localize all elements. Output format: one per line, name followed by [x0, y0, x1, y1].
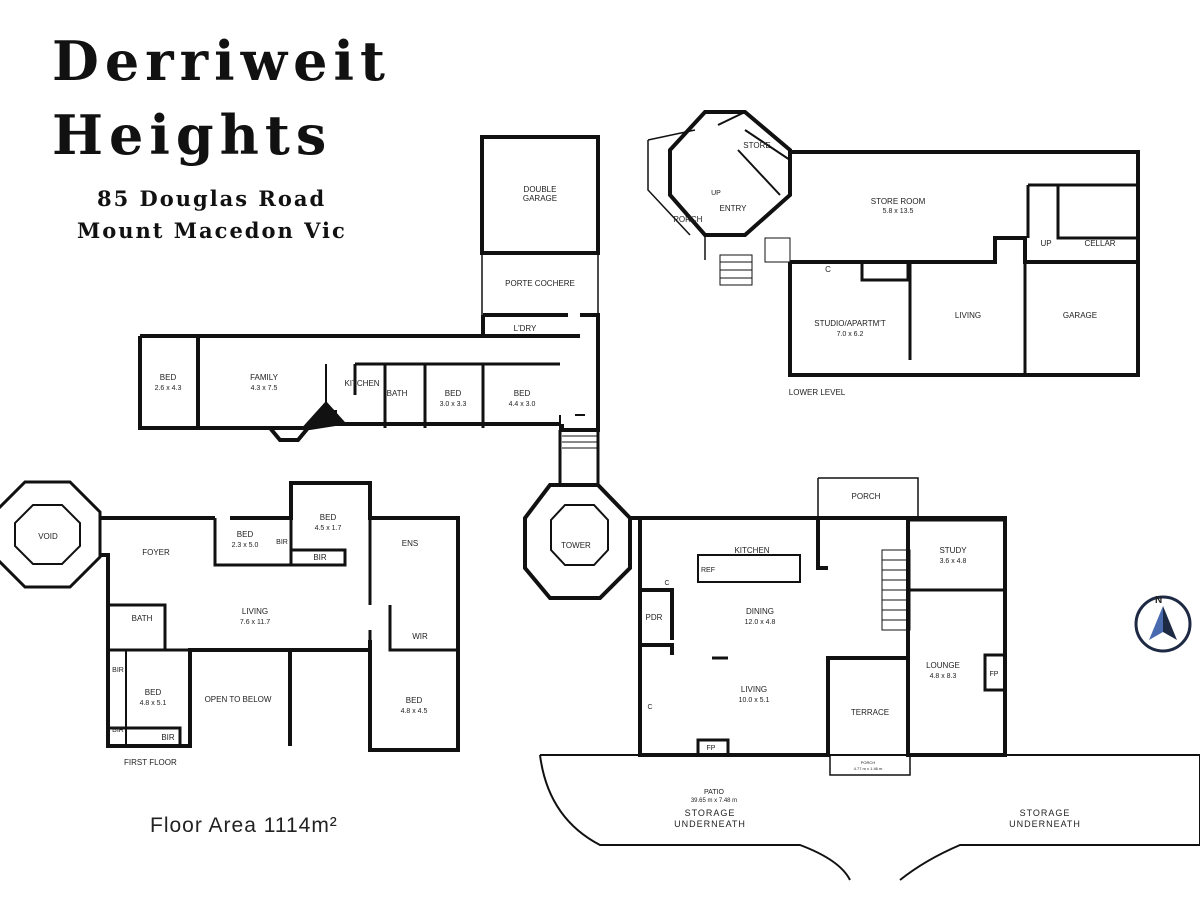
label-bed3-size: 4.4 x 3.0: [509, 401, 536, 408]
label-foyer: FOYER: [142, 548, 170, 557]
address-line-1: 85 Douglas Road: [97, 186, 327, 211]
label-double-garage-2: GARAGE: [523, 194, 557, 203]
label-c3: C: [647, 704, 652, 711]
compass-north-label: N: [1155, 595, 1162, 606]
label-bir1: BIR: [276, 539, 288, 546]
label-bed1: BED: [160, 373, 177, 382]
label-storage-1-line-2: UNDERNEATH: [674, 819, 746, 829]
label-bir4: BIR: [112, 727, 124, 734]
floor-area-label: Floor Area 1114m²: [150, 814, 338, 837]
label-bir3: BIR: [112, 667, 124, 674]
label-bed2-size: 3.0 x 3.3: [440, 401, 467, 408]
label-fp2: FP: [707, 745, 716, 752]
label-lounge-size: 4.8 x 8.3: [930, 673, 957, 680]
label-bir5: BIR: [161, 733, 175, 742]
label-bed7-size: 4.8 x 4.5: [401, 708, 428, 715]
label-study: STUDY: [939, 546, 967, 555]
property-title-line-1: Derriweit: [52, 29, 391, 93]
label-porch-small-size: 4.77 m x 1.46 m: [854, 766, 883, 771]
label-laundry: L'DRY: [514, 324, 537, 333]
label-up2: UP: [1040, 239, 1051, 248]
label-storage-1: STORAGE: [685, 808, 736, 818]
label-bed6-size: 4.8 x 5.1: [140, 700, 167, 707]
label-porte-cochere: PORTE COCHERE: [505, 279, 575, 288]
label-ref: REF: [701, 567, 715, 574]
label-patio: PATIO: [704, 789, 725, 796]
label-bed4: BED: [237, 530, 254, 539]
label-living-first-size: 7.6 x 11.7: [240, 619, 270, 626]
label-lounge: LOUNGE: [926, 661, 960, 670]
label-porch-ground: PORCH: [852, 492, 881, 501]
label-bed4-size: 2.3 x 5.0: [232, 542, 259, 549]
label-garage: GARAGE: [1063, 311, 1097, 320]
label-wir: WIR: [412, 632, 428, 641]
label-c2: C: [664, 580, 669, 587]
label-studio: STUDIO/APARTM'T: [814, 319, 886, 328]
label-cellar: CELLAR: [1084, 239, 1115, 248]
label-bed2: BED: [445, 389, 462, 398]
label-bir2: BIR: [313, 553, 327, 562]
label-entry: ENTRY: [720, 204, 748, 213]
label-lower-level: LOWER LEVEL: [789, 388, 846, 397]
label-up1: UP: [711, 190, 721, 197]
label-kitchen-upper: KITCHEN: [344, 379, 379, 388]
label-bed6: BED: [145, 688, 162, 697]
label-store-room-size: 5.8 x 13.5: [883, 208, 914, 215]
label-storage-2-line-2: UNDERNEATH: [1009, 819, 1081, 829]
label-storage-2: STORAGE: [1020, 808, 1071, 818]
label-double-garage: DOUBLE: [524, 185, 557, 194]
property-title-line-2: Heights: [52, 103, 333, 167]
label-store-room: STORE ROOM: [871, 197, 926, 206]
label-open-to-below: OPEN TO BELOW: [205, 695, 272, 704]
label-store: STORE: [743, 141, 770, 150]
label-kitchen-ground: KITCHEN: [734, 546, 769, 555]
label-dining: DINING: [746, 607, 774, 616]
label-study-size: 3.6 x 4.8: [940, 558, 967, 565]
label-bed1-size: 2.6 x 4.3: [155, 385, 182, 392]
label-studio-size: 7.0 x 6.2: [837, 331, 864, 338]
room-labels: DOUBLE GARAGE PORTE COCHERE L'DRY BED 2.…: [38, 141, 1116, 829]
label-porch-lower: PORCH: [674, 215, 703, 224]
label-bed7: BED: [406, 696, 423, 705]
label-porch-small: PORCH: [861, 760, 876, 765]
address-line-2: Mount Macedon Vic: [77, 218, 347, 243]
label-living-ground: LIVING: [741, 685, 767, 694]
label-dining-size: 12.0 x 4.8: [745, 619, 776, 626]
label-bed3: BED: [514, 389, 531, 398]
label-patio-size: 39.65 m x 7.48 m: [691, 798, 737, 804]
walls: [0, 110, 1200, 881]
label-void: VOID: [38, 532, 58, 541]
label-bed5-size: 4.5 x 1.7: [315, 525, 342, 532]
label-first-floor: FIRST FLOOR: [124, 758, 177, 767]
label-pdr: PDR: [646, 613, 663, 622]
label-family: FAMILY: [250, 373, 279, 382]
label-c1: C: [825, 265, 831, 274]
label-ens: ENS: [402, 539, 418, 548]
label-bath-first: BATH: [132, 614, 153, 623]
label-tower: TOWER: [561, 541, 591, 550]
label-living-first: LIVING: [242, 607, 268, 616]
label-living-ground-size: 10.0 x 5.1: [739, 697, 770, 704]
label-living-lower: LIVING: [955, 311, 981, 320]
compass-icon: N: [1134, 595, 1192, 653]
label-bath-upper: BATH: [387, 389, 408, 398]
label-family-size: 4.3 x 7.5: [251, 385, 278, 392]
label-fp1: FP: [990, 671, 999, 678]
label-terrace: TERRACE: [851, 708, 889, 717]
label-bed5: BED: [320, 513, 337, 522]
